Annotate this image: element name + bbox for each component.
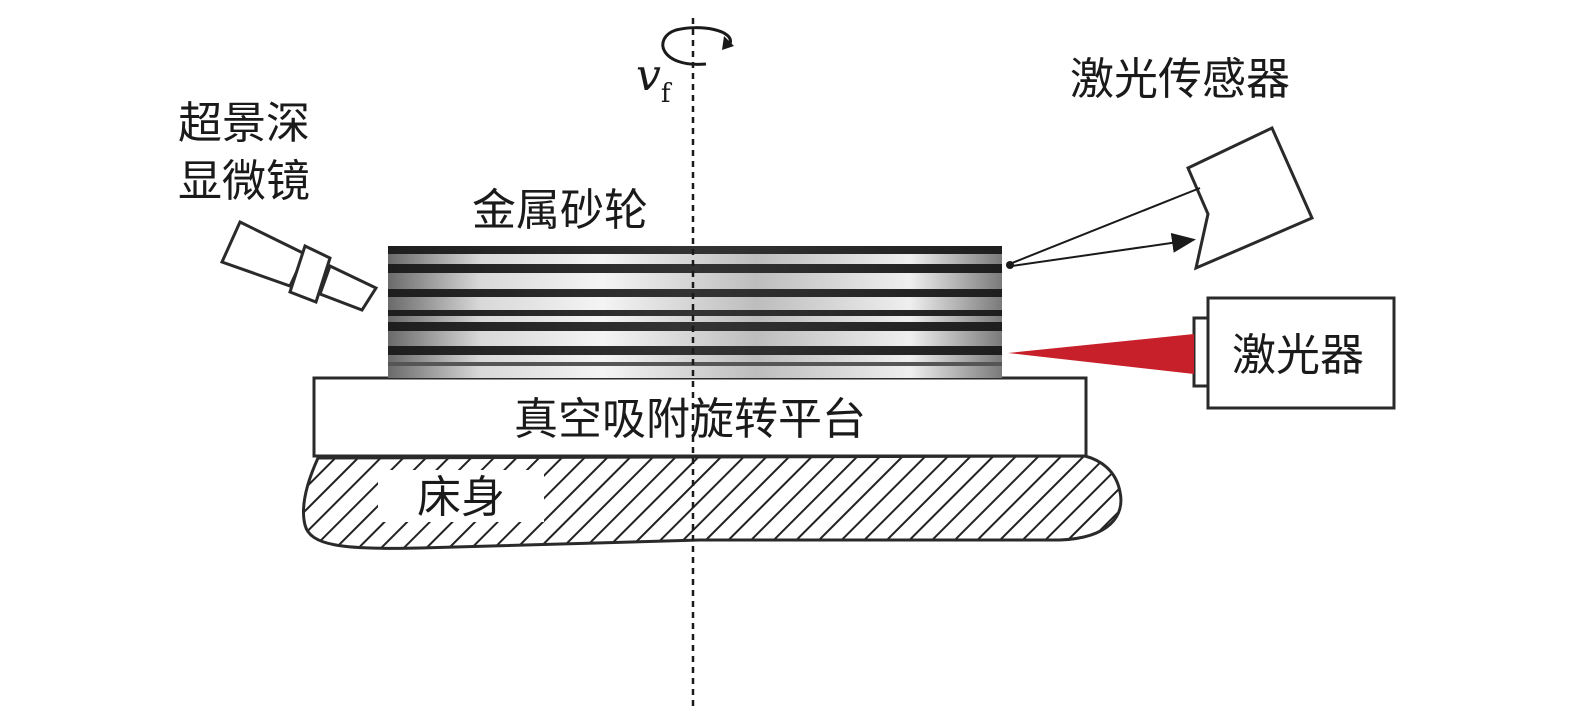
laser-sensor-label: 激光传感器 <box>1070 54 1290 105</box>
microscope-label-line1: 超景深 <box>178 98 310 149</box>
feed-velocity-symbol: v <box>636 50 661 101</box>
sensor-beam-out <box>1011 187 1201 264</box>
machine-bed-label: 床身 <box>417 472 505 523</box>
rotation-arrow-icon <box>661 26 734 66</box>
sensor-spot <box>1006 261 1014 269</box>
grinding-wheel-label: 金属砂轮 <box>472 185 648 236</box>
feed-velocity-label: vf <box>636 50 673 109</box>
laser-beam <box>1008 334 1194 374</box>
machine-bed-label-bg <box>378 470 544 522</box>
vacuum-table-label: 真空吸附旋转平台 <box>514 394 866 445</box>
laser-label: 激光器 <box>1232 330 1364 381</box>
laser-sensor-icon <box>1186 125 1314 271</box>
feed-velocity-subscript: f <box>661 79 673 109</box>
sensor-beam-in <box>1011 232 1196 267</box>
microscope-label-line2: 显微镜 <box>178 156 310 207</box>
microscope-icon <box>219 219 379 312</box>
vacuum-rotary-table <box>312 376 1088 458</box>
laser-emitter-icon <box>1192 296 1396 410</box>
metal-grinding-wheel <box>388 246 1002 378</box>
